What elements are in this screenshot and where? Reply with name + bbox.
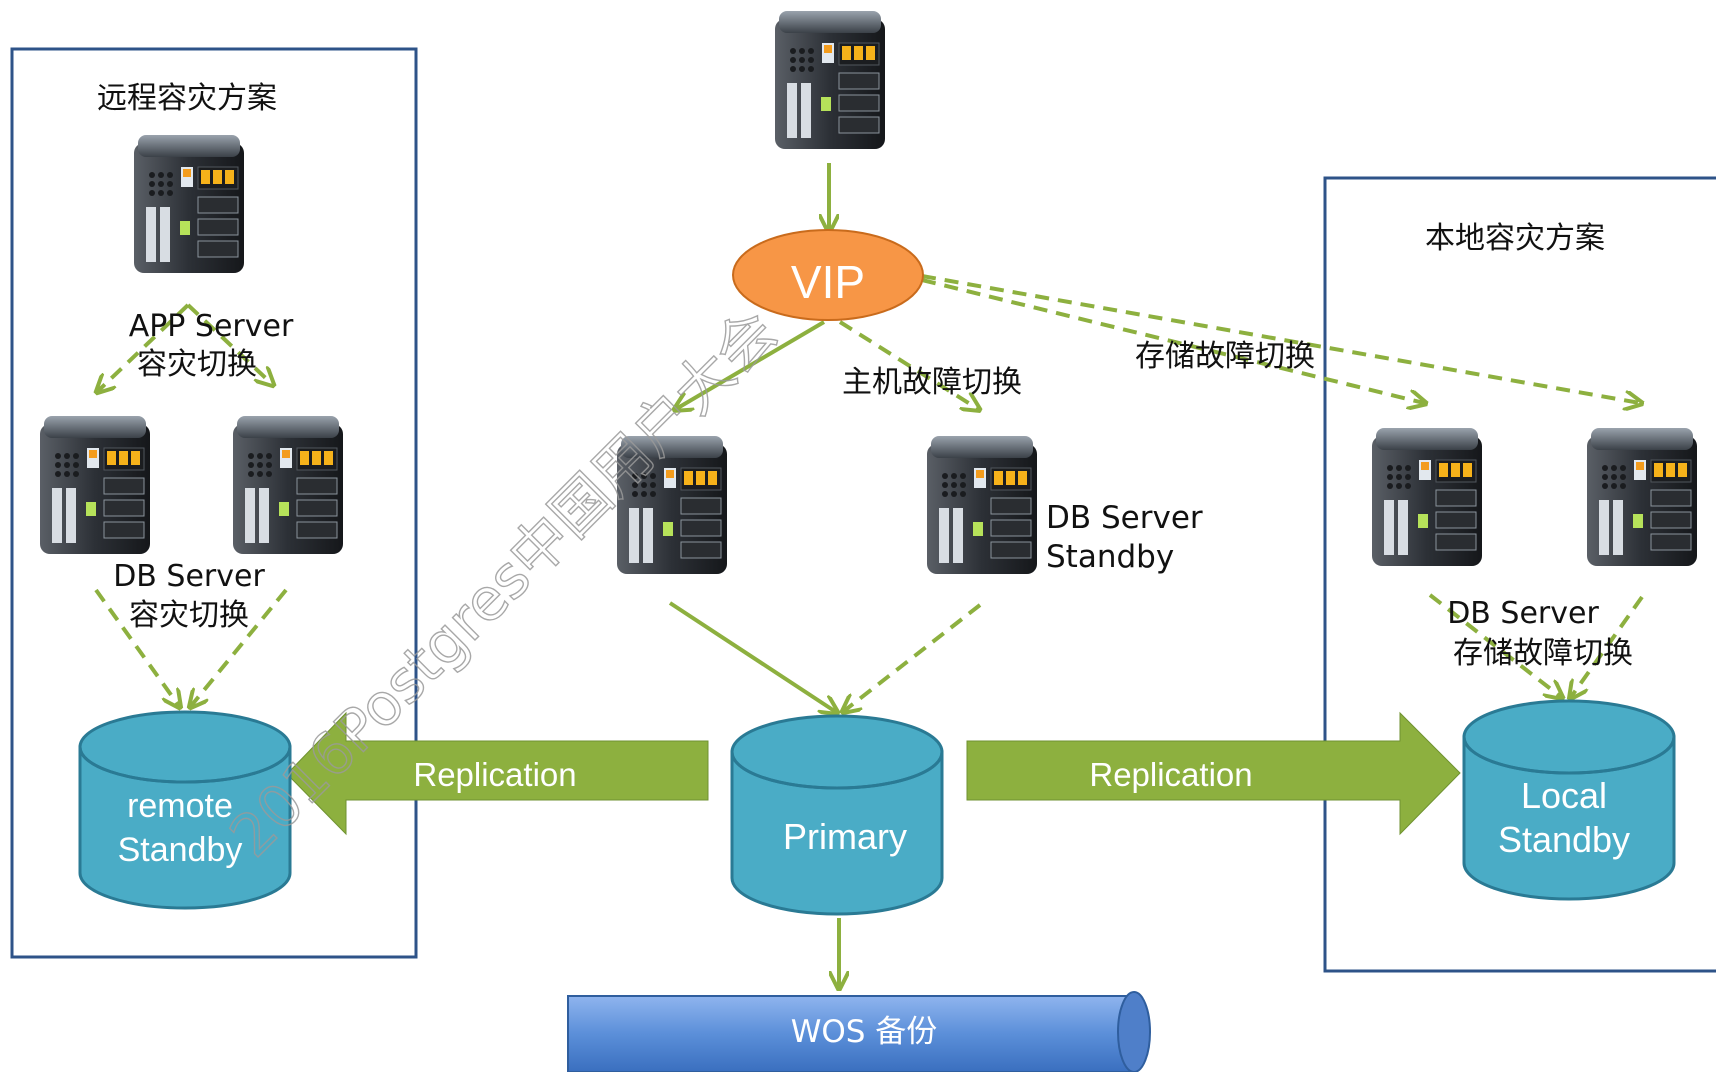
wos-backup: WOS 备份: [567, 991, 1151, 1072]
host-failover-label: 主机故障切换: [842, 365, 1022, 400]
server-icon: [232, 415, 344, 555]
app-failover-label-line1: APP Server: [129, 309, 294, 344]
server-icon: [1586, 427, 1698, 567]
vip-label: VIP: [791, 256, 865, 308]
vip-node: [732, 229, 924, 321]
standby-server-label-line2: Standby: [1046, 539, 1174, 575]
arrow-vip-to-standby-server: [838, 320, 978, 409]
server-icon: [926, 435, 1038, 575]
local-standby-label-line2: Standby: [1498, 819, 1630, 860]
local-standby-db: Local Standby: [1462, 699, 1676, 901]
server-icon: [1371, 427, 1483, 567]
arrow-primary-server-to-primary-db: [668, 601, 836, 712]
arrow-standby-server-to-primary-db: [844, 603, 982, 711]
remote-db-failover-label-line1: DB Server: [113, 559, 265, 594]
storage-failover-label: 存储故障切换: [1135, 339, 1315, 374]
arrow-app-failover-left: [98, 303, 190, 391]
standby-server-label-line1: DB Server: [1046, 500, 1203, 536]
local-standby-label-line1: Local: [1521, 775, 1607, 816]
server-icon: [133, 134, 245, 274]
arrow-local-server-1-to-local-db: [1428, 593, 1561, 697]
replication-arrow-left: [286, 711, 709, 836]
replication-right-label: Replication: [1089, 756, 1252, 793]
replication-left-label: Replication: [413, 756, 576, 793]
arrow-remote-server-2-to-remote-db: [191, 588, 288, 706]
local-db-failover-label-line2: 存储故障切换: [1453, 636, 1633, 671]
remote-standby-label-line2: Standby: [118, 831, 243, 869]
remote-standby-label-line1: remote: [127, 787, 233, 825]
server-icon: [774, 10, 886, 150]
arrow-vip-to-local-server-2: [921, 274, 1640, 403]
primary-db-label: Primary: [783, 816, 907, 857]
arrow-local-server-2-to-local-db: [1571, 595, 1644, 697]
app-failover-label-line2: 容灾切换: [137, 347, 257, 382]
local-panel-border: [1323, 176, 1716, 973]
remote-panel-title: 远程容灾方案: [97, 81, 277, 116]
local-db-failover-label-line1: DB Server: [1447, 596, 1599, 631]
primary-db: Primary: [730, 714, 944, 916]
arrow-vip-to-primary-server: [676, 320, 826, 409]
arrow-remote-server-1-to-remote-db: [94, 588, 179, 706]
remote-panel-border: [10, 47, 418, 959]
backup-label: WOS 备份: [791, 1014, 938, 1050]
remote-standby-db: remote Standby: [78, 710, 292, 910]
replication-arrow-right: [966, 711, 1461, 836]
server-icon: [39, 415, 151, 555]
remote-db-failover-label-line2: 容灾切换: [129, 598, 249, 633]
local-panel-title: 本地容灾方案: [1425, 221, 1605, 256]
arrow-app-failover-right: [186, 303, 272, 384]
arrow-vip-to-local-server-1: [921, 278, 1424, 403]
